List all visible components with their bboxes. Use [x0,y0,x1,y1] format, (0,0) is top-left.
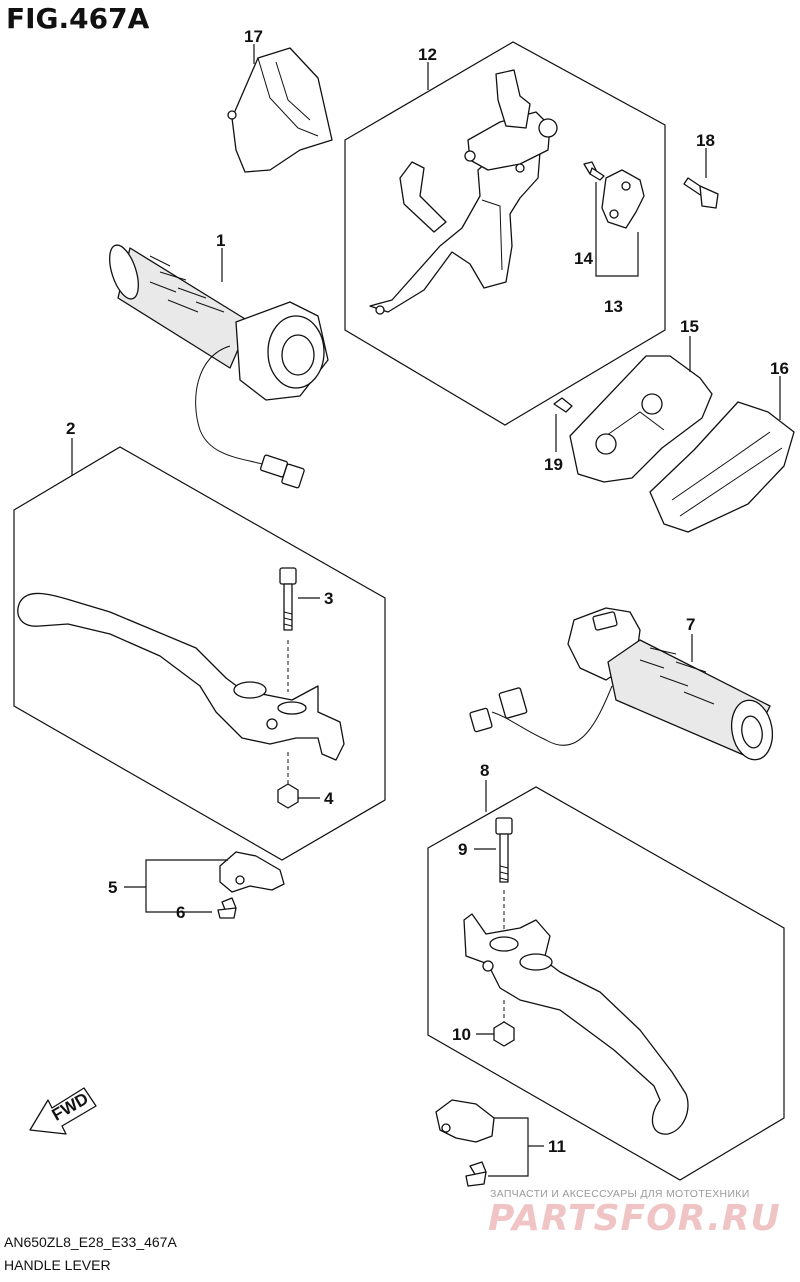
part-17-cover [227,47,333,173]
leader-lines [71,44,781,1177]
group-box-12 [344,41,666,426]
watermark-subtitle: ЗАПЧАСТИ И АКСЕССУАРЫ ДЛЯ МОТОТЕХНИКИ [490,1188,750,1200]
callout-9: 9 [458,840,467,859]
part-3-bolt [279,567,297,692]
callout-17: 17 [244,27,263,46]
callout-7: 7 [686,615,695,634]
part-11-switch [435,1099,495,1187]
callout-14: 14 [574,249,593,268]
callout-19: 19 [544,455,563,474]
part-13-switch [601,169,645,229]
part-18-bolt [683,177,719,209]
part-1-grip [109,244,329,489]
callout-15: 15 [680,317,699,336]
part-8-brake-lever [463,913,689,1135]
callout-4: 4 [324,789,334,808]
watermark-brand: PARTSFOR.RU [488,1198,781,1239]
callout-8: 8 [480,761,489,780]
part-10-nut [493,1000,515,1047]
callout-12: 12 [418,45,437,64]
fwd-arrow-icon: FWD [29,1087,97,1135]
callout-5: 5 [108,878,117,897]
group-box-2 [13,446,386,861]
part-12-bracket [369,69,558,315]
figure-title: FIG.467A [6,2,150,35]
callout-2: 2 [66,419,75,438]
callout-labels: 17 12 1 18 14 13 15 16 19 2 3 4 5 6 7 8 … [66,27,789,1156]
callout-16: 16 [770,359,789,378]
callout-13: 13 [604,297,623,316]
callout-3: 3 [324,589,333,608]
part-9-bolt [495,817,513,938]
part-7-throttle-grip [469,607,774,761]
part-14-screw [583,161,605,181]
figure-code: AN650ZL8_E28_E33_467A [4,1234,177,1250]
group-box-8 [427,786,785,1181]
figure-description: HANDLE LEVER [4,1257,111,1273]
part-15-guard-bracket [553,355,713,483]
callout-6: 6 [176,903,185,922]
callout-10: 10 [452,1025,471,1044]
part-2-clutch-lever [17,592,345,761]
part-4-nut [277,752,299,809]
callout-11: 11 [548,1137,566,1156]
callout-1: 1 [216,231,225,250]
callout-18: 18 [696,131,715,150]
part-6-screw [217,897,237,919]
part-16-lever-guard [649,401,795,533]
part-5-switch [219,851,285,893]
